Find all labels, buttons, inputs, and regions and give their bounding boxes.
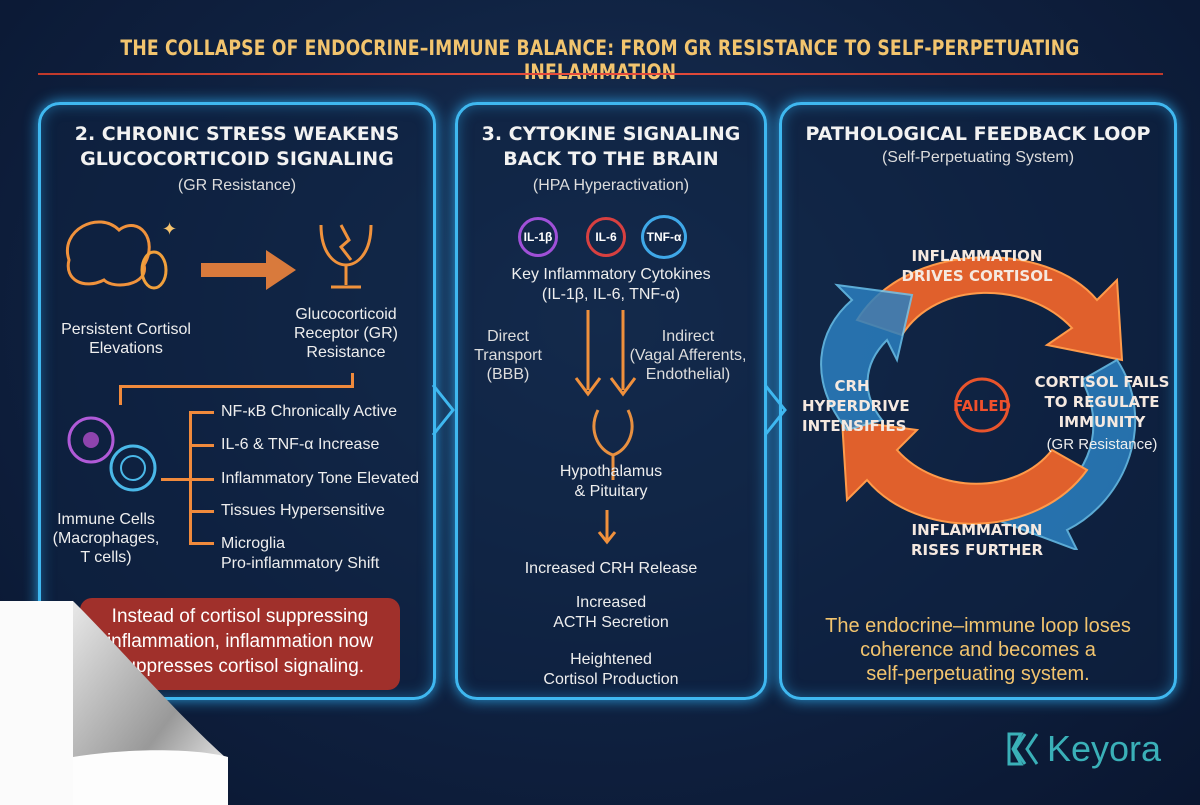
cortisol-label-2: Elevations <box>89 340 163 357</box>
gr-label-1: Glucocorticoid <box>295 306 397 323</box>
panel2-heading-line2: BACK TO THE BRAIN <box>503 148 719 170</box>
connector <box>189 510 214 513</box>
effect-item: Tissues Hypersensitive <box>221 502 385 519</box>
logo-text: Keyora <box>1047 728 1162 769</box>
right-arrow-icon <box>201 250 296 290</box>
crh-release: Increased CRH Release <box>524 560 698 577</box>
callout-line-2: inflammation, inflammation now <box>106 631 374 652</box>
key-cytokines-2: (IL-1β, IL-6, TNF-α) <box>541 286 681 303</box>
effect-item-cont: Pro-inflammatory Shift <box>221 555 380 572</box>
down-arrow-icon <box>597 510 617 545</box>
summary-3: self-perpetuating system. <box>866 663 1090 685</box>
down-arrows-icon <box>574 310 637 480</box>
loop-left-2: HYPERDRIVE <box>802 397 910 415</box>
effect-item: Inflammatory Tone Elevated <box>221 470 420 487</box>
connector <box>351 373 354 387</box>
cortisol-prod-2: Cortisol Production <box>543 671 679 688</box>
immune-cells-icon <box>67 416 157 492</box>
callout-line-3: suppresses cortisol signaling. <box>115 656 365 677</box>
connector <box>189 542 214 545</box>
chevron-right-icon <box>431 384 455 436</box>
effect-item: IL-6 & TNF-α Increase <box>221 436 380 453</box>
keyora-logo-icon <box>1007 732 1039 766</box>
panel1-heading-line2: GLUCOCORTICOID SIGNALING <box>80 148 394 170</box>
connector <box>119 385 122 405</box>
effect-item: Microglia <box>221 535 286 552</box>
loop-bottom-1: INFLAMMATION <box>911 521 1043 539</box>
loop-top-2: DRIVES CORTISOL <box>901 267 1053 285</box>
connector <box>189 411 214 414</box>
panel-cytokine-signaling: 3. CYTOKINE SIGNALING BACK TO THE BRAIN … <box>455 102 767 700</box>
gr-label-2: Receptor (GR) <box>293 325 399 342</box>
keyora-logo: Keyora <box>1005 728 1161 770</box>
svg-text:✦: ✦ <box>162 219 177 239</box>
hypothalamus-2: & Pituitary <box>574 483 648 500</box>
connector <box>189 478 214 481</box>
loop-top-1: INFLAMMATION <box>911 247 1043 265</box>
indirect-1: Indirect <box>661 328 715 345</box>
panel2-heading-line1: 3. CYTOKINE SIGNALING <box>481 123 741 145</box>
loop-right-1: CORTISOL FAILS <box>1034 373 1170 391</box>
hypothalamus-1: Hypothalamus <box>559 463 663 480</box>
immune-label-2: (Macrophages, <box>52 530 160 547</box>
loop-right-2: TO REGULATE <box>1044 393 1160 411</box>
connector <box>189 444 214 447</box>
loop-right-3: IMMUNITY <box>1058 413 1146 431</box>
panel3-heading: PATHOLOGICAL FEEDBACK LOOP <box>805 123 1151 145</box>
effect-item: NF-κB Chronically Active <box>221 403 398 420</box>
loop-right-4: (GR Resistance) <box>1046 436 1158 453</box>
cortisol-label-1: Persistent Cortisol <box>61 321 191 338</box>
chevron-right-icon <box>763 384 787 436</box>
callout-line-1: Instead of cortisol suppressing <box>111 606 369 627</box>
cytokine-il1b: IL-1β <box>518 217 558 257</box>
loop-left-1: CRH <box>834 377 870 395</box>
connector <box>161 478 191 481</box>
summary-2: coherence and becomes a <box>860 639 1096 661</box>
feedback-loop-arrows <box>820 256 1137 550</box>
acth-1: Increased <box>575 594 647 611</box>
panel1-heading-line1: 2. CHRONIC STRESS WEAKENS <box>74 123 400 145</box>
cytokine-il6: IL-6 <box>586 217 626 257</box>
immune-label-3: T cells) <box>80 549 132 566</box>
connector <box>119 385 354 388</box>
cytokine-tnfa: TNF-α <box>641 215 687 259</box>
indirect-2: (Vagal Afferents, <box>629 347 747 364</box>
title-divider <box>38 73 1163 75</box>
indirect-3: Endothelial) <box>645 366 731 383</box>
cortisol-prod-1: Heightened <box>570 651 652 668</box>
brain-kidney-icon: ✦ <box>65 219 177 290</box>
key-cytokines-1: Key Inflammatory Cytokines <box>511 266 711 283</box>
panel3-subtitle: (Self-Perpetuating System) <box>881 149 1075 166</box>
page-curl <box>0 601 228 805</box>
panel1-subtitle: (GR Resistance) <box>177 177 297 194</box>
panel-feedback-loop: PATHOLOGICAL FEEDBACK LOOP (Self-Perpetu… <box>779 102 1177 700</box>
immune-label-1: Immune Cells <box>57 511 155 528</box>
failed-badge: FAILED <box>953 397 1011 415</box>
panel2-subtitle: (HPA Hyperactivation) <box>532 177 690 194</box>
connector <box>189 411 192 544</box>
page-title: THE COLLAPSE OF ENDOCRINE–IMMUNE BALANCE… <box>120 36 1080 84</box>
loop-bottom-2: RISES FURTHER <box>910 541 1044 559</box>
direct-3: (BBB) <box>486 366 530 383</box>
receptor-broken-icon <box>319 224 373 289</box>
acth-2: ACTH Secretion <box>553 614 669 631</box>
direct-2: Transport <box>474 347 542 364</box>
summary-1: The endocrine–immune loop loses <box>825 615 1131 637</box>
gr-label-3: Resistance <box>306 344 386 361</box>
callout-box: Instead of cortisol suppressing inflamma… <box>80 598 400 690</box>
loop-left-3: INTENSIFIES <box>802 417 907 435</box>
direct-1: Direct <box>487 328 529 345</box>
